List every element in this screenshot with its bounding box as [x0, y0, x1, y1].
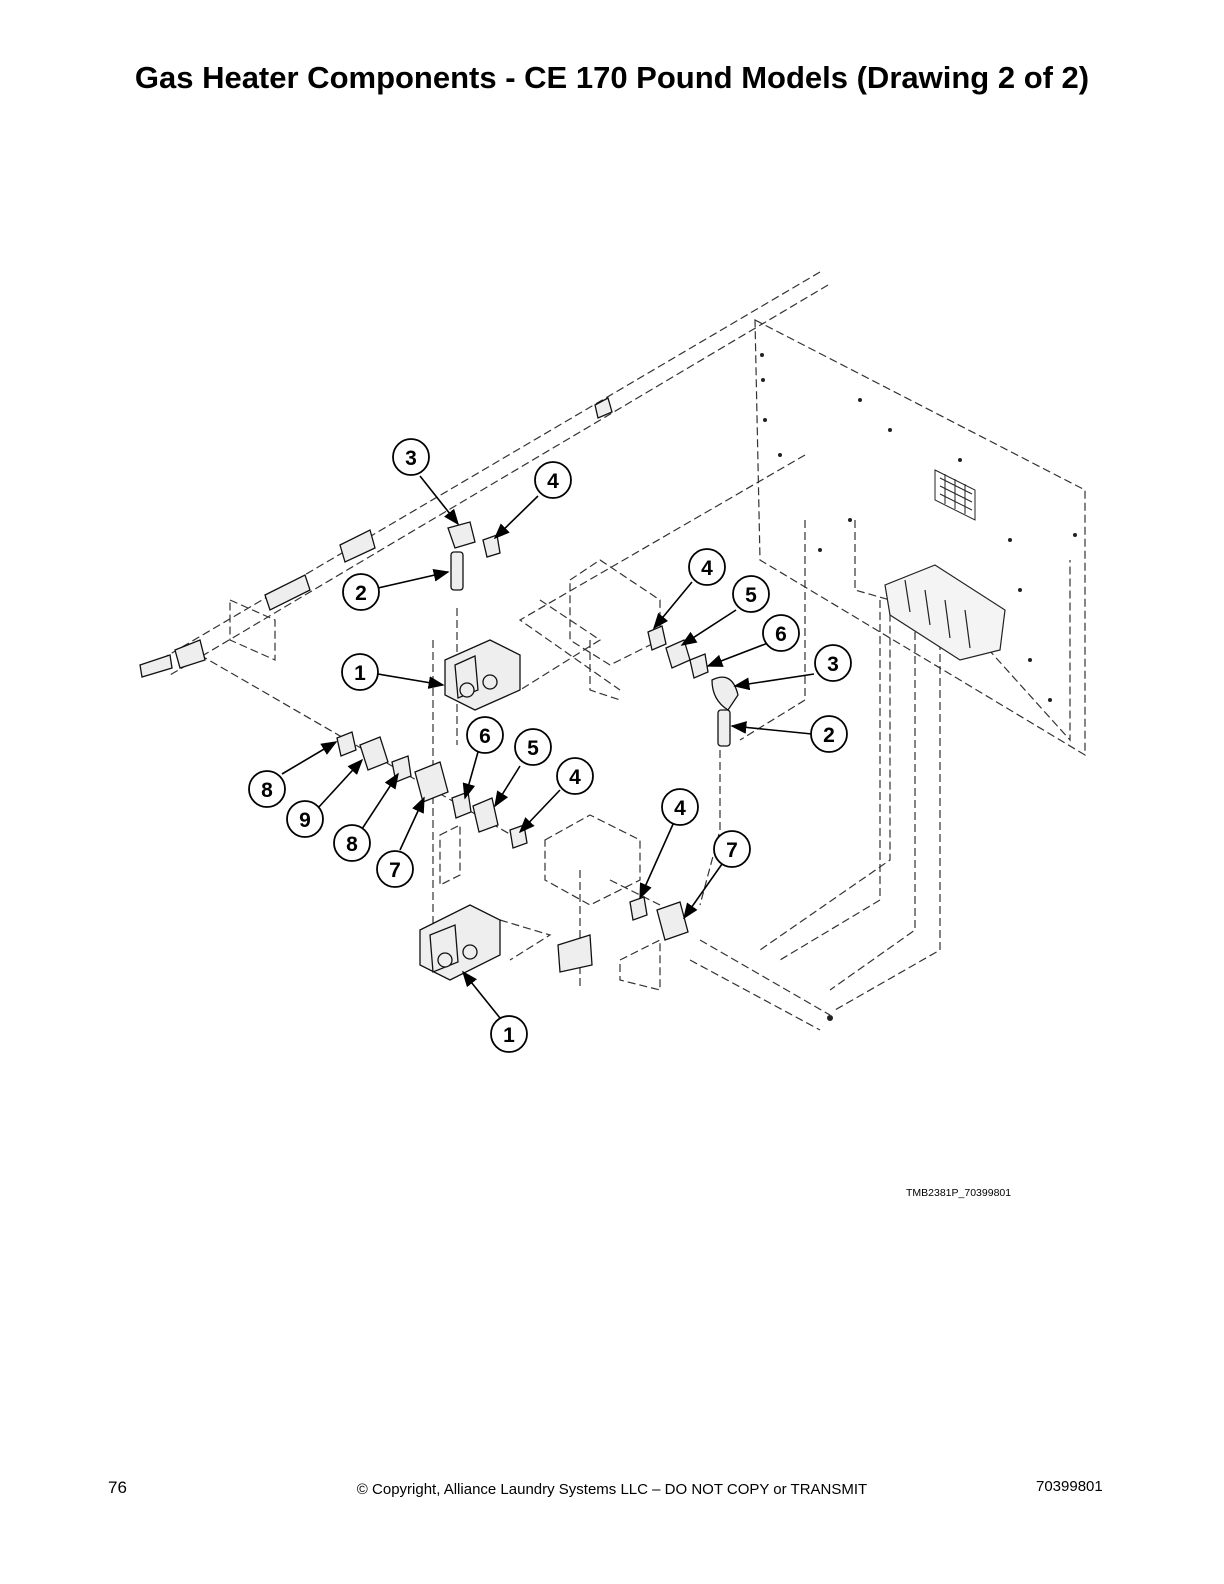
- page-title: Gas Heater Components - CE 170 Pound Mod…: [134, 60, 1090, 95]
- callout-label: 1: [503, 1024, 515, 1047]
- callout-label: 6: [479, 725, 491, 748]
- callout-circle: [556, 757, 594, 795]
- callout-label: 3: [405, 447, 417, 470]
- callout-labels: 3 4 2 1 4 5 6 3 2 6 5 4 8 9 8 7 4 7 1: [261, 447, 839, 1047]
- callout-circle: [376, 850, 414, 888]
- callout-label: 1: [354, 662, 366, 685]
- callout-label: 6: [775, 623, 787, 646]
- page-number: 76: [108, 1478, 127, 1497]
- burner-grille: [934, 469, 976, 521]
- callout-circle: [534, 461, 572, 499]
- callout-label: 4: [569, 766, 581, 789]
- callout-bubbles: [248, 438, 852, 1053]
- callout-label: 2: [823, 724, 835, 747]
- callout-circle: [341, 653, 379, 691]
- callout-label: 8: [346, 833, 358, 856]
- callout-label: 7: [389, 859, 401, 882]
- callout-circle: [661, 788, 699, 826]
- callout-label: 7: [726, 839, 738, 862]
- dashed-assembly-outline: [159, 271, 1086, 1031]
- callout-circle: [392, 438, 430, 476]
- callout-circle: [333, 824, 371, 862]
- callout-circle: [814, 644, 852, 682]
- callout-circle: [713, 830, 751, 868]
- panel-fastener-dots: [760, 353, 1077, 1021]
- callout-label: 5: [527, 737, 539, 760]
- callout-circle: [342, 573, 380, 611]
- burner-manifold: [884, 564, 1006, 661]
- callout-label: 4: [547, 470, 559, 493]
- callout-circle: [732, 575, 770, 613]
- callout-circle: [286, 800, 324, 838]
- copyright-notice: © Copyright, Alliance Laundry Systems LL…: [356, 1481, 868, 1498]
- callout-label: 8: [261, 779, 273, 802]
- callout-circle: [248, 770, 286, 808]
- callout-label: 2: [355, 582, 367, 605]
- callout-circle: [514, 728, 552, 766]
- callout-circle: [490, 1015, 528, 1053]
- callout-label: 3: [827, 653, 839, 676]
- drawing-id: TMB2381P_70399801: [906, 1187, 1012, 1199]
- callout-label: 4: [674, 797, 686, 820]
- callout-label: 9: [299, 809, 311, 832]
- document-number: 70399801: [1036, 1478, 1103, 1495]
- callout-leaders: [281, 475, 815, 1019]
- callout-label: 5: [745, 584, 757, 607]
- callout-circle: [466, 716, 504, 754]
- callout-circle: [688, 548, 726, 586]
- callout-label: 4: [701, 557, 713, 580]
- callout-circle: [810, 715, 848, 753]
- pipe-fittings: [139, 397, 739, 981]
- callout-circle: [762, 614, 800, 652]
